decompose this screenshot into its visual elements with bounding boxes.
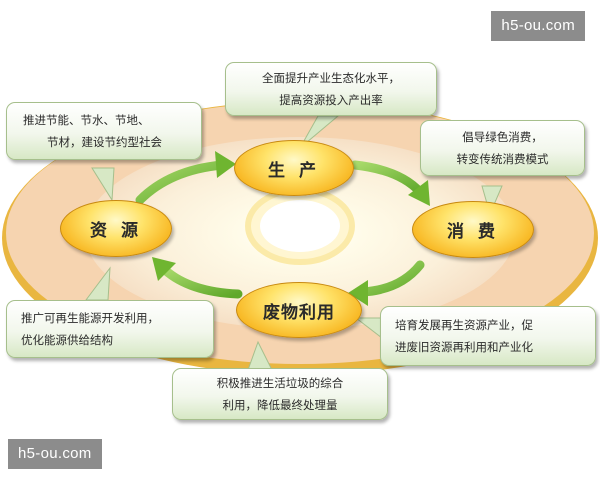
- arrow-head-production: [215, 151, 236, 178]
- node-consumption: 消 费: [412, 201, 534, 258]
- callout-resources-line2: 节材，建设节约型社会: [47, 135, 162, 149]
- callout-waste-line2: 利用，降低最终处理量: [222, 398, 338, 412]
- callout-pointer-consumption: [481, 185, 503, 216]
- callout-production-line2: 提高资源投入产出率: [279, 93, 383, 107]
- arrow-resources-to-production: [135, 160, 227, 205]
- arrow-head-consumption: [408, 180, 430, 206]
- callout-production-line1: 全面提升产业生态化水平，: [262, 71, 400, 85]
- watermark-top: h5-ou.com: [491, 11, 585, 41]
- callout-waste-line1: 积极推进生活垃圾的综合: [216, 376, 344, 390]
- arrow-head-waste: [348, 280, 368, 306]
- node-production: 生 产: [234, 140, 354, 196]
- callout-waste: 积极推进生活垃圾的综合 利用，降低最终处理量: [172, 368, 388, 420]
- callout-energy-line2: 优化能源供给结构: [21, 333, 113, 347]
- callout-resources: 推进节能、节水、节地、 节材，建设节约型社会: [6, 102, 202, 160]
- callout-recycle-industry: 培育发展再生资源产业，促 进废旧资源再利用和产业化: [380, 306, 596, 366]
- arrow-waste-to-resources: [160, 265, 243, 299]
- callout-pointer-resources: [91, 167, 115, 202]
- callout-energy-line1: 推广可再生能源开发利用，: [21, 311, 159, 325]
- callout-recycle-line1: 培育发展再生资源产业，促: [395, 318, 533, 332]
- callout-energy: 推广可再生能源开发利用， 优化能源供给结构: [6, 300, 214, 358]
- callout-consumption-line1: 倡导绿色消费，: [462, 130, 543, 144]
- arrow-production-to-consumption: [350, 160, 425, 197]
- node-waste-utilization: 废物利用: [236, 282, 362, 338]
- callout-resources-line1: 推进节能、节水、节地、: [23, 113, 150, 127]
- node-resources: 资 源: [60, 200, 172, 257]
- arrow-consumption-to-waste: [357, 260, 425, 297]
- callout-consumption: 倡导绿色消费， 转变传统消费模式: [420, 120, 585, 176]
- watermark-bottom: h5-ou.com: [8, 439, 102, 469]
- center-core: [260, 200, 340, 252]
- arrow-head-resources: [152, 257, 176, 281]
- callout-consumption-line2: 转变传统消费模式: [456, 152, 549, 166]
- callout-recycle-line2: 进废旧资源再利用和产业化: [395, 340, 533, 354]
- callout-production: 全面提升产业生态化水平， 提高资源投入产出率: [225, 62, 437, 116]
